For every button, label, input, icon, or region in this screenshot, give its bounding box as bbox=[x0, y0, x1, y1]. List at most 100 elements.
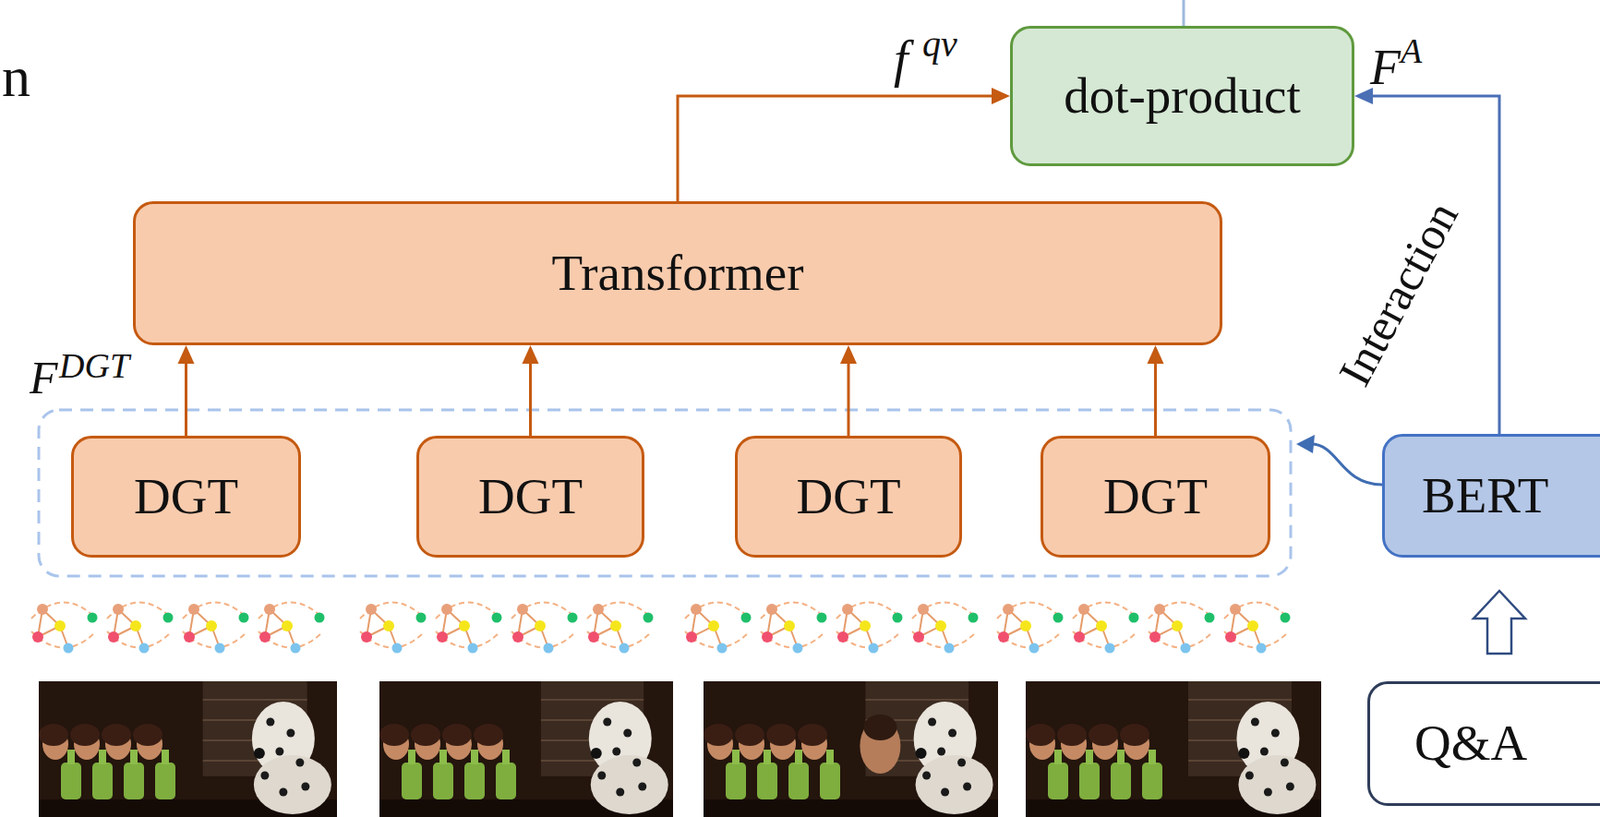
dog-spot bbox=[300, 782, 310, 792]
graph-dot bbox=[205, 620, 217, 632]
dog-spot bbox=[962, 782, 972, 792]
connector bbox=[522, 345, 540, 436]
dog-spot bbox=[1271, 729, 1280, 738]
node-text: DGT bbox=[795, 469, 901, 526]
graph-dot bbox=[913, 631, 925, 643]
graph-dot bbox=[458, 620, 470, 632]
graph-dot bbox=[567, 613, 578, 624]
graph-dot bbox=[1020, 620, 1032, 632]
graph-dot bbox=[842, 603, 854, 615]
connector-line bbox=[184, 361, 188, 436]
dog-nose bbox=[1238, 747, 1250, 759]
hair bbox=[797, 723, 828, 746]
graph-dot bbox=[130, 620, 142, 632]
hair bbox=[703, 723, 734, 746]
hair bbox=[442, 723, 472, 746]
graph-dot bbox=[643, 613, 654, 624]
green-bottle bbox=[1079, 762, 1100, 800]
hair bbox=[410, 723, 441, 746]
frame-background bbox=[703, 681, 999, 817]
node-text: DGT bbox=[1103, 469, 1208, 526]
graph-dot bbox=[534, 620, 546, 632]
graph-dot bbox=[36, 603, 49, 615]
green-bottle bbox=[60, 762, 82, 800]
feature-superscript: qv bbox=[922, 25, 958, 63]
dog-spot bbox=[1245, 771, 1254, 781]
dog-body bbox=[590, 755, 669, 815]
graph-dot bbox=[1095, 620, 1107, 632]
green-bottle bbox=[401, 762, 422, 800]
graph-dot bbox=[1073, 631, 1085, 643]
node-text: DGT bbox=[133, 469, 239, 526]
block-arrow bbox=[1473, 590, 1526, 654]
dog-spot bbox=[927, 718, 937, 727]
connector-line bbox=[529, 361, 532, 436]
graph-dot bbox=[517, 603, 529, 615]
dog-spot bbox=[1280, 758, 1289, 768]
dog-spot bbox=[275, 747, 284, 757]
graph-dot bbox=[63, 643, 74, 654]
dog-spot bbox=[937, 747, 946, 757]
graph-dot bbox=[817, 613, 828, 624]
dog-spot bbox=[637, 782, 647, 792]
graph-dot bbox=[1078, 603, 1090, 615]
hair bbox=[132, 723, 163, 746]
shelf-line bbox=[541, 698, 644, 701]
bottle-neck bbox=[1117, 749, 1125, 765]
hair bbox=[1025, 723, 1056, 746]
dog-spot bbox=[615, 788, 625, 797]
frame-background bbox=[38, 681, 337, 817]
hair bbox=[101, 723, 132, 746]
graph-dot bbox=[87, 613, 98, 624]
graph-dot bbox=[868, 643, 879, 654]
graph-dot bbox=[968, 613, 979, 624]
graph-dot bbox=[163, 613, 174, 624]
hair bbox=[379, 723, 410, 746]
dog-spot bbox=[1260, 747, 1269, 757]
interaction-label: Interaction bbox=[1330, 194, 1466, 394]
graph-dot bbox=[1154, 603, 1166, 615]
graph-dot bbox=[1225, 631, 1237, 643]
dog-spot bbox=[612, 747, 621, 757]
dgt-box: DGT bbox=[734, 435, 963, 558]
graph-dot bbox=[708, 620, 720, 632]
bottle-neck bbox=[1054, 749, 1062, 765]
connector bbox=[677, 87, 1011, 202]
green-bottle bbox=[1110, 762, 1131, 800]
shelf-line bbox=[865, 698, 969, 701]
dgt-box: DGT bbox=[416, 435, 645, 558]
graph-dot bbox=[1171, 620, 1183, 632]
hair bbox=[734, 723, 765, 746]
graph-dot bbox=[717, 643, 728, 654]
arrowhead bbox=[1147, 345, 1165, 364]
graph-dot bbox=[392, 643, 403, 654]
dog-spot bbox=[922, 771, 931, 781]
dog-spot bbox=[1286, 782, 1295, 792]
bottle-neck bbox=[67, 749, 75, 765]
dog-spot bbox=[623, 729, 632, 738]
green-bottle bbox=[464, 762, 485, 800]
graph-dot bbox=[281, 620, 293, 632]
bottle-neck bbox=[826, 749, 834, 765]
dog-nose bbox=[253, 747, 265, 759]
connector bbox=[1147, 345, 1165, 436]
hair bbox=[1088, 723, 1119, 746]
graph-dot bbox=[32, 631, 44, 643]
graph-dot bbox=[1229, 603, 1241, 615]
graph-dot bbox=[1053, 613, 1064, 624]
graph-dot bbox=[239, 613, 250, 624]
feature-symbol: F bbox=[29, 354, 59, 401]
graph-dot bbox=[54, 620, 66, 632]
frame-background bbox=[379, 681, 674, 817]
graph-dot bbox=[610, 620, 622, 632]
graph-dot bbox=[1247, 620, 1259, 632]
graph-dot bbox=[436, 631, 448, 643]
graph-dot bbox=[139, 643, 150, 654]
arrowhead bbox=[991, 87, 1011, 105]
dog-spot bbox=[940, 788, 950, 797]
graph-dot bbox=[1256, 643, 1267, 654]
graph-dot bbox=[793, 643, 804, 654]
bottle-neck bbox=[794, 749, 803, 765]
